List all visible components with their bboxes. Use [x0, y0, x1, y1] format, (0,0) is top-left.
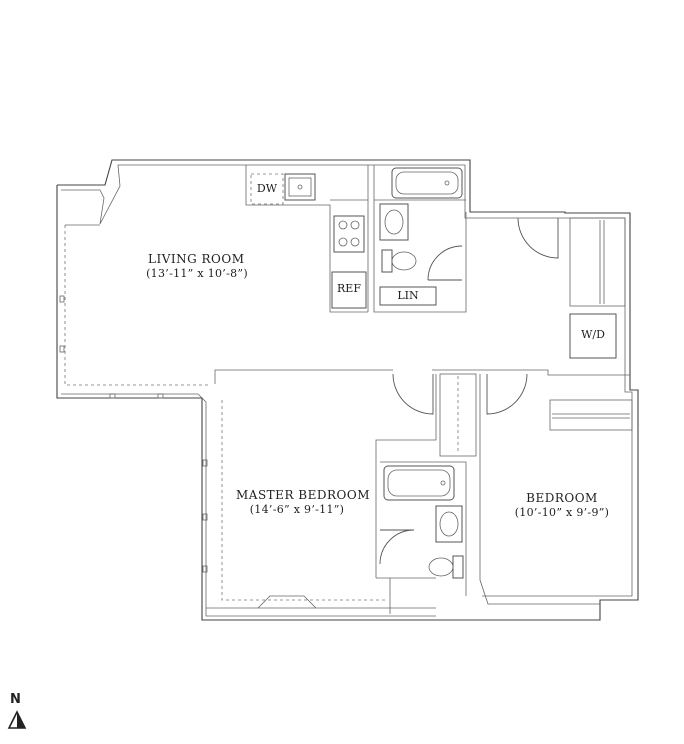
toilet-tank — [381, 249, 393, 273]
master-bedroom-dims: (14’-6” x 9’-11”) — [249, 503, 345, 516]
window-ticks — [59, 295, 208, 573]
refrigerator-label: REF — [337, 282, 361, 295]
linen-label: LIN — [397, 289, 419, 302]
cooktop — [333, 215, 365, 253]
master-bath — [376, 461, 467, 614]
washer-dryer-label: W/D — [581, 328, 605, 341]
entry-door-swing — [517, 217, 559, 259]
interior-partitions — [214, 369, 630, 605]
master-door-swing — [392, 373, 434, 415]
master-bedroom-outline — [221, 400, 388, 601]
master-bath-door-swing — [379, 529, 415, 565]
bathtub — [391, 167, 463, 199]
living-room-name: LIVING ROOM — [148, 252, 245, 266]
north-arrow-icon — [7, 710, 27, 729]
master-bathtub — [383, 465, 455, 501]
dishwasher-label: DW — [256, 182, 278, 195]
living-room-dims: (13’-11” x 10’-8”) — [146, 267, 248, 280]
bedroom-dims: (10’-10” x 9’-9”) — [514, 506, 610, 519]
master-bedroom-name: MASTER BEDROOM — [236, 488, 370, 502]
master-toilet-tank — [452, 555, 464, 579]
master-bay-window — [206, 595, 436, 609]
bath-door-swing — [427, 245, 463, 281]
bedroom-closet — [549, 399, 633, 431]
living-room-outline — [64, 225, 208, 386]
bedroom-name: BEDROOM — [526, 491, 598, 505]
compass-north-label: N — [10, 692, 21, 707]
refrigerator — [331, 271, 367, 309]
kitchen — [245, 165, 369, 313]
hall-bath — [373, 165, 467, 313]
washer-dryer — [569, 313, 617, 359]
sink-vanity — [379, 203, 409, 241]
bedroom-door-swing — [486, 373, 528, 415]
closets-east — [569, 217, 626, 359]
linen-closet — [379, 286, 437, 306]
exterior-walls — [56, 159, 639, 621]
dishwasher — [250, 173, 284, 205]
